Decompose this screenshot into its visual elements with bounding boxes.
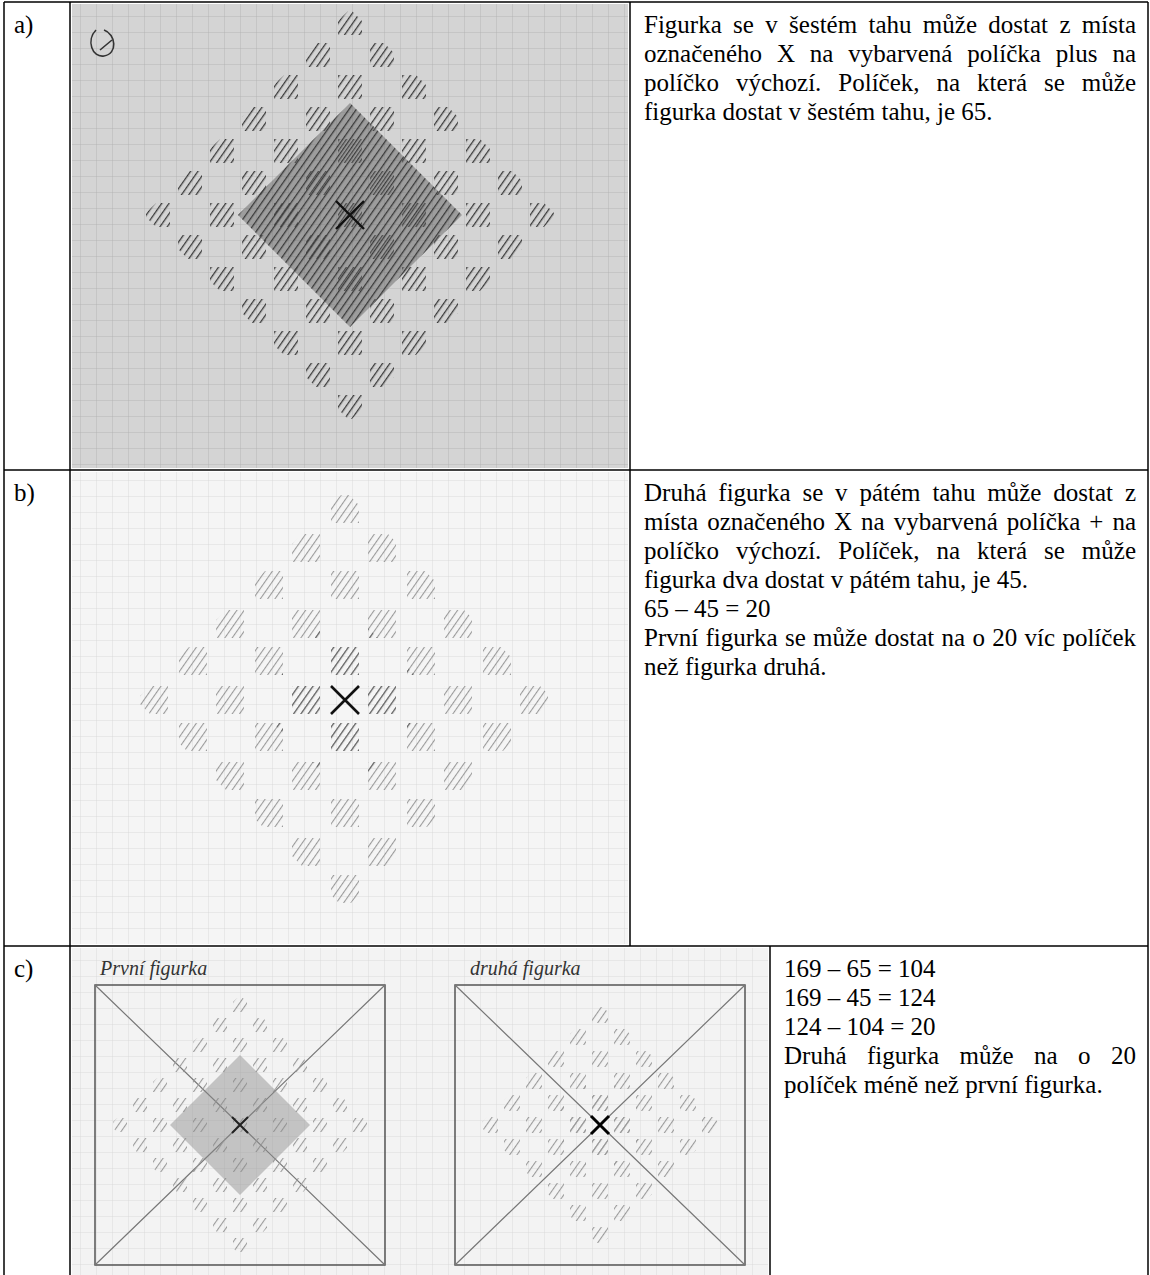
board-outline [455,985,745,1265]
sketch-heading: druhá figurka [470,956,581,980]
start-cross [591,1116,609,1134]
board-diagonal [95,985,385,1265]
row-label: a) [6,6,68,466]
graph-paper [72,948,768,1275]
cell-text: 124 – 104 = 20 [784,1012,1136,1041]
answer-text: Figurka se v šestém tahu může dostat z m… [636,6,1144,466]
graph-grid [72,948,768,1275]
sketch-a [72,4,628,468]
reachable-cells [136,491,554,909]
graph-paper [72,472,628,944]
reachable-cells [144,9,556,421]
sketch-b [72,472,628,944]
cell-text: Druhá figurka se v pátém tahu může dosta… [644,478,1136,594]
sketch-heading: První figurka [100,956,207,980]
reachable-cells [110,995,370,1255]
reachable-cells [479,1004,721,1246]
cell-text: 169 – 65 = 104 [784,954,1136,983]
row-label: c) [6,950,68,1272]
answer-text: 169 – 65 = 104169 – 45 = 124124 – 104 = … [776,950,1144,1272]
cell-text: 169 – 45 = 124 [784,983,1136,1012]
graph-grid [72,472,628,944]
start-cross [232,1117,248,1133]
dense-hatching [250,605,440,795]
cell-text: c) [14,954,60,983]
cell-text: 65 – 45 = 20 [644,594,1136,623]
table-rules [4,2,1148,1275]
sketch-c [72,948,768,1275]
graph-paper [72,4,628,468]
dense-hatching [545,1070,655,1180]
pen-mark [91,30,114,56]
cell-text: Druhá figurka může na o 20 políček méně … [784,1041,1136,1099]
answer-text: Druhá figurka se v pátém tahu může dosta… [636,474,1144,942]
cell-text: b) [14,478,60,507]
board-diagonal [455,985,745,1265]
start-cross [336,201,364,229]
cell-text: Figurka se v šestém tahu může dostat z m… [644,10,1136,126]
dense-hatching [238,103,462,327]
board-outline [95,985,385,1265]
cell-text: První figurka se může dostat na o 20 víc… [644,623,1136,681]
start-cross [331,686,359,714]
cell-text: a) [14,10,60,39]
graph-grid [72,4,628,468]
row-label: b) [6,474,68,942]
dense-hatching [170,1055,310,1195]
dense-hatching [238,103,462,327]
